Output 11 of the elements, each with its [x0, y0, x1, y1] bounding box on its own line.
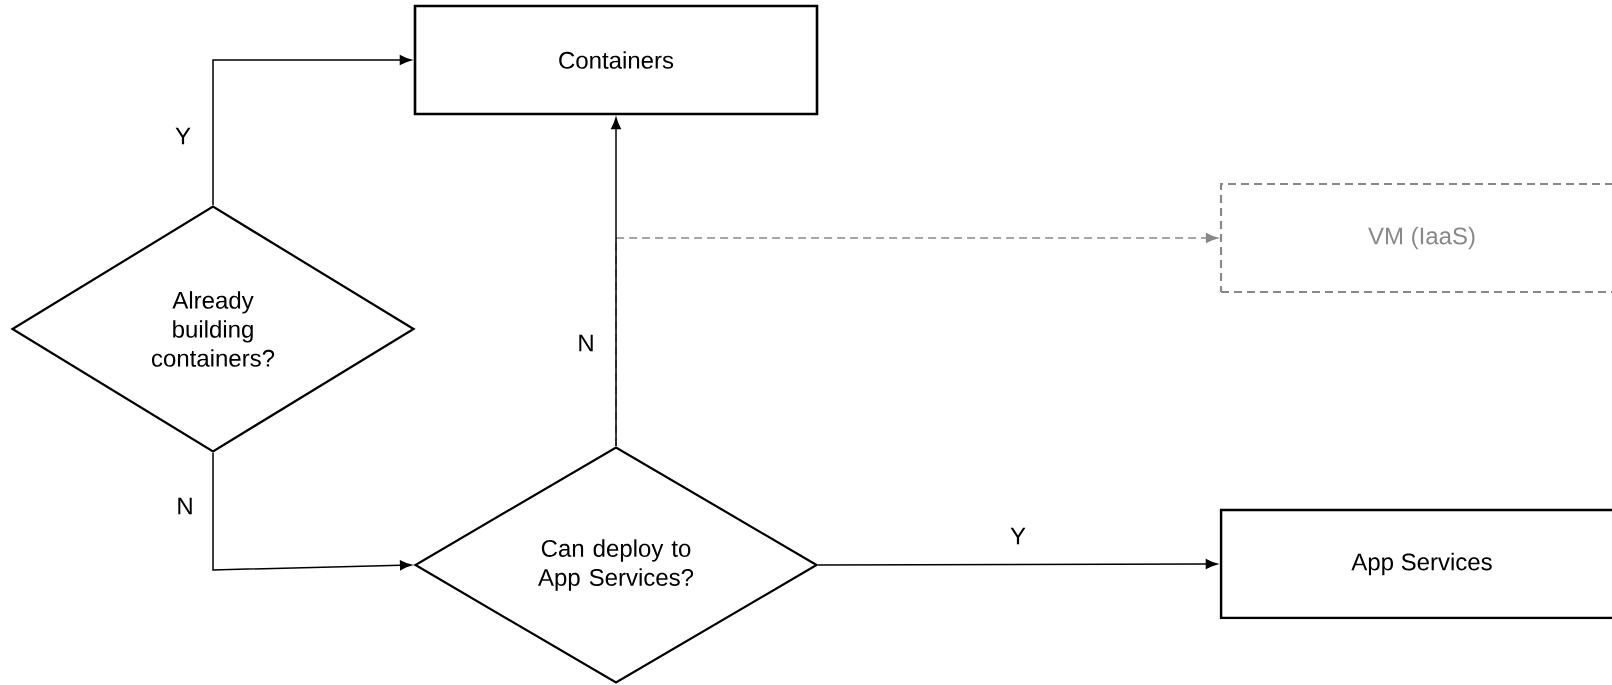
process-box: VM (IaaS): [1219, 182, 1612, 294]
process-box: Containers: [413, 4, 819, 116]
arrow: [212, 452, 412, 571]
arrow: [212, 55, 412, 206]
arrow: [817, 559, 1218, 569]
edge-label: N: [575, 332, 597, 354]
edge-label: Y: [1008, 525, 1028, 547]
edge-label: N: [174, 495, 196, 517]
process-box: App Services: [1219, 508, 1612, 620]
arrow: [611, 117, 621, 447]
edge-label: Y: [173, 125, 193, 147]
